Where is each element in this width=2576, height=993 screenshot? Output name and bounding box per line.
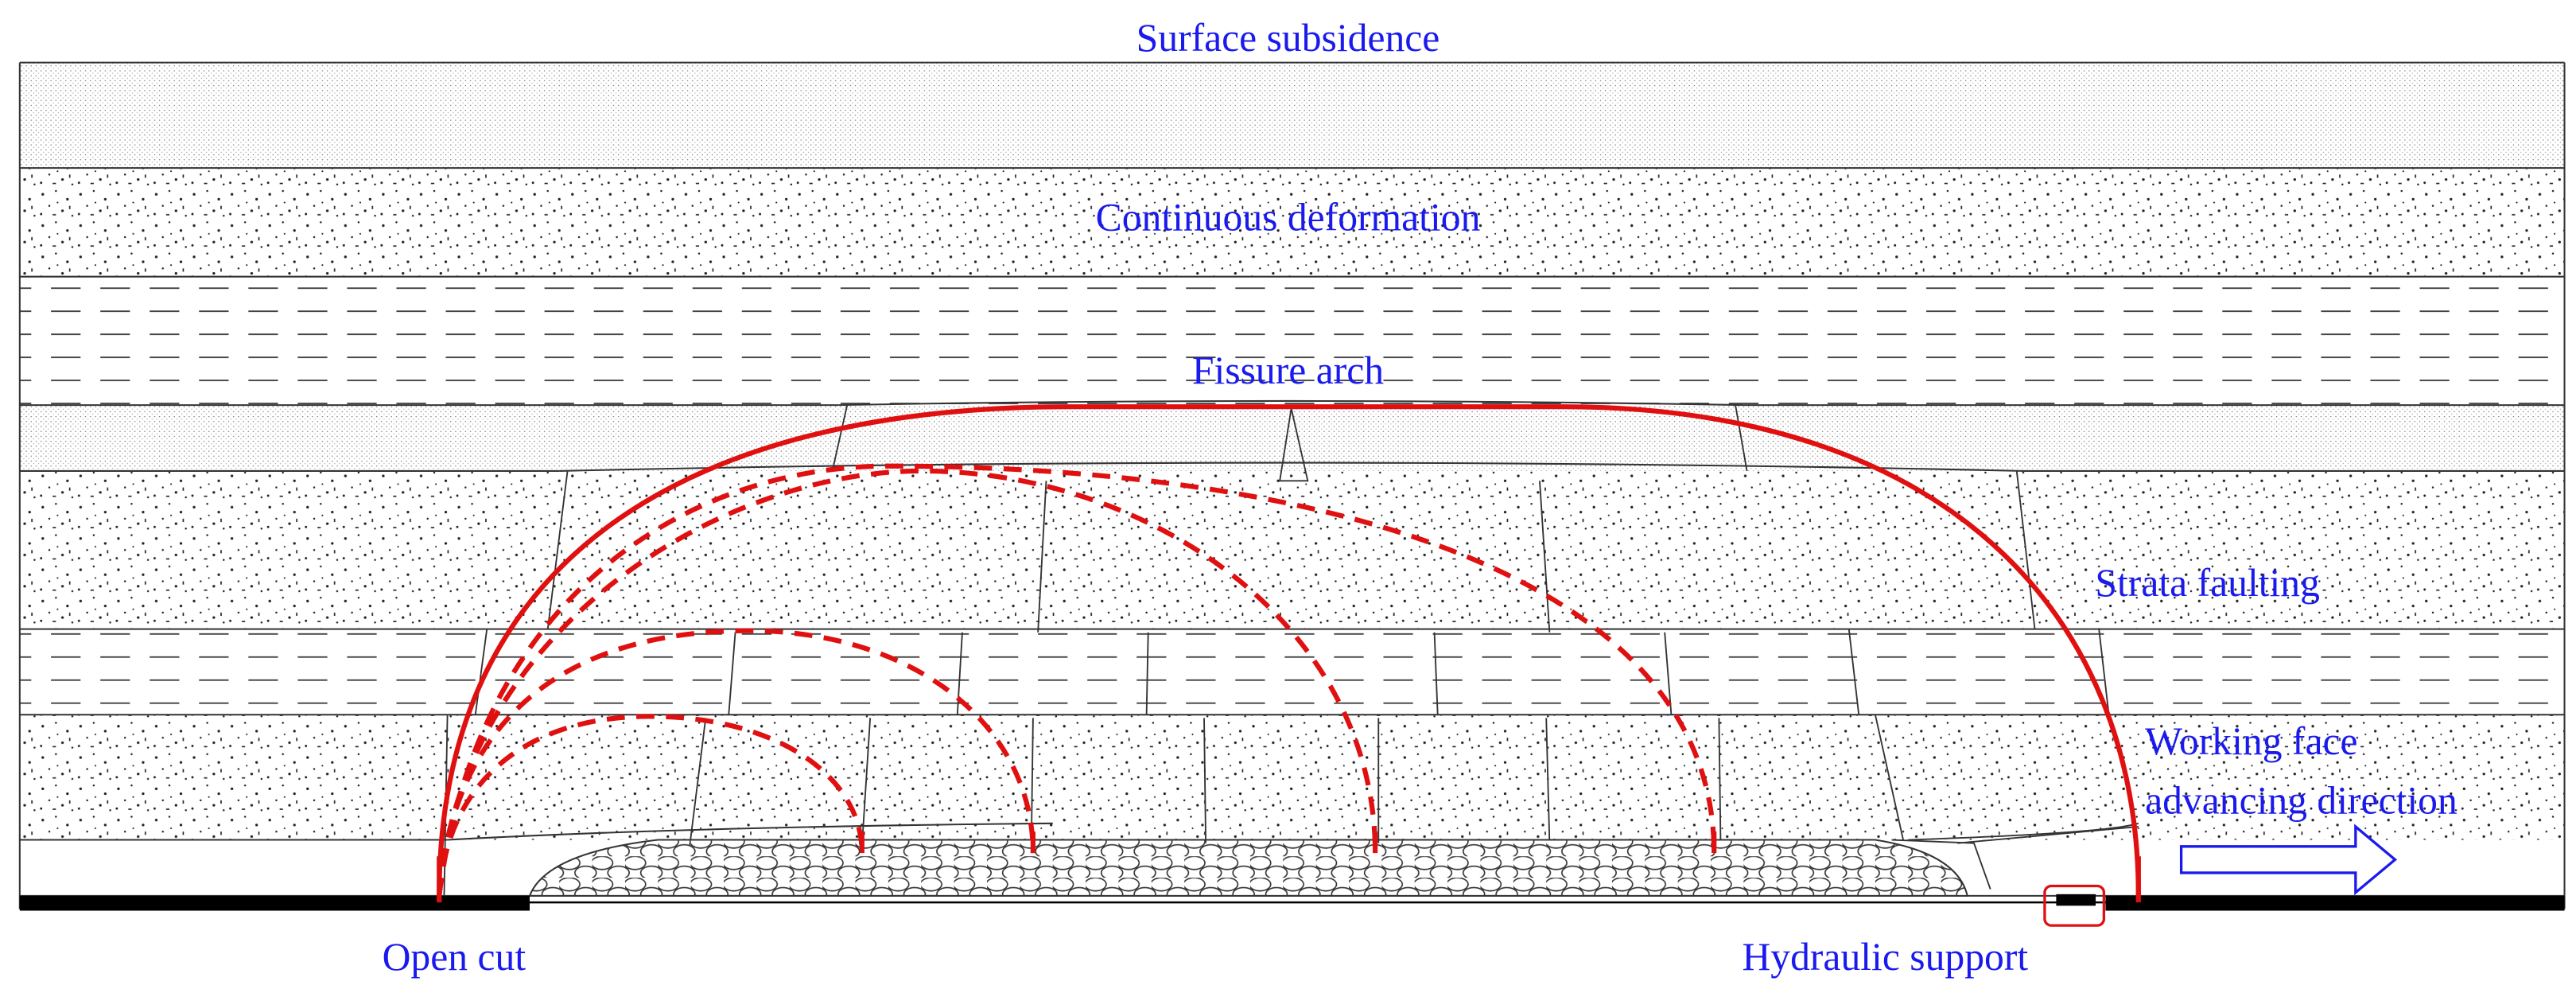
- label-surface-subsidence: Surface subsidence: [1136, 16, 1440, 60]
- sandstone-layer-2: [19, 470, 2565, 629]
- fissure-arch-dashed-2: [437, 714, 864, 897]
- shale-layer-1: [19, 276, 2565, 406]
- hydraulic-support: [2043, 884, 2106, 927]
- sandstone-layer-1: [19, 168, 2565, 277]
- fissure-arches: [437, 404, 2141, 903]
- label-continuous-deformation: Continuous deformation: [1096, 196, 1481, 239]
- label-fissure-arch: Fissure arch: [1192, 349, 1384, 392]
- fissure-arch-dashed-3: [437, 628, 1036, 897]
- topsoil-layer: [19, 62, 2565, 169]
- label-hydraulic-support: Hydraulic support: [1742, 935, 2028, 979]
- coal-seam: [19, 895, 2565, 911]
- shale-layer-2: [19, 629, 2565, 715]
- label-open-cut: Open cut: [383, 935, 526, 979]
- label-strata-faulting: Strata faulting: [2095, 561, 2320, 605]
- label-advancing-direction: advancing direction: [2145, 778, 2457, 822]
- fissure-arch-dashed-inner: [437, 468, 1378, 897]
- fissure-arch-main: [437, 404, 2141, 896]
- strata-layers: [19, 62, 2565, 896]
- diagram-labels: Surface subsidence Continuous deformatio…: [383, 16, 2457, 979]
- label-working-face: Working face: [2145, 719, 2357, 763]
- gob-rubble: [528, 839, 1969, 897]
- advancing-direction-arrow-icon: [2179, 824, 2398, 896]
- siltstone-layer: [19, 405, 2565, 471]
- fissure-arch-dashed-4: [437, 463, 1717, 897]
